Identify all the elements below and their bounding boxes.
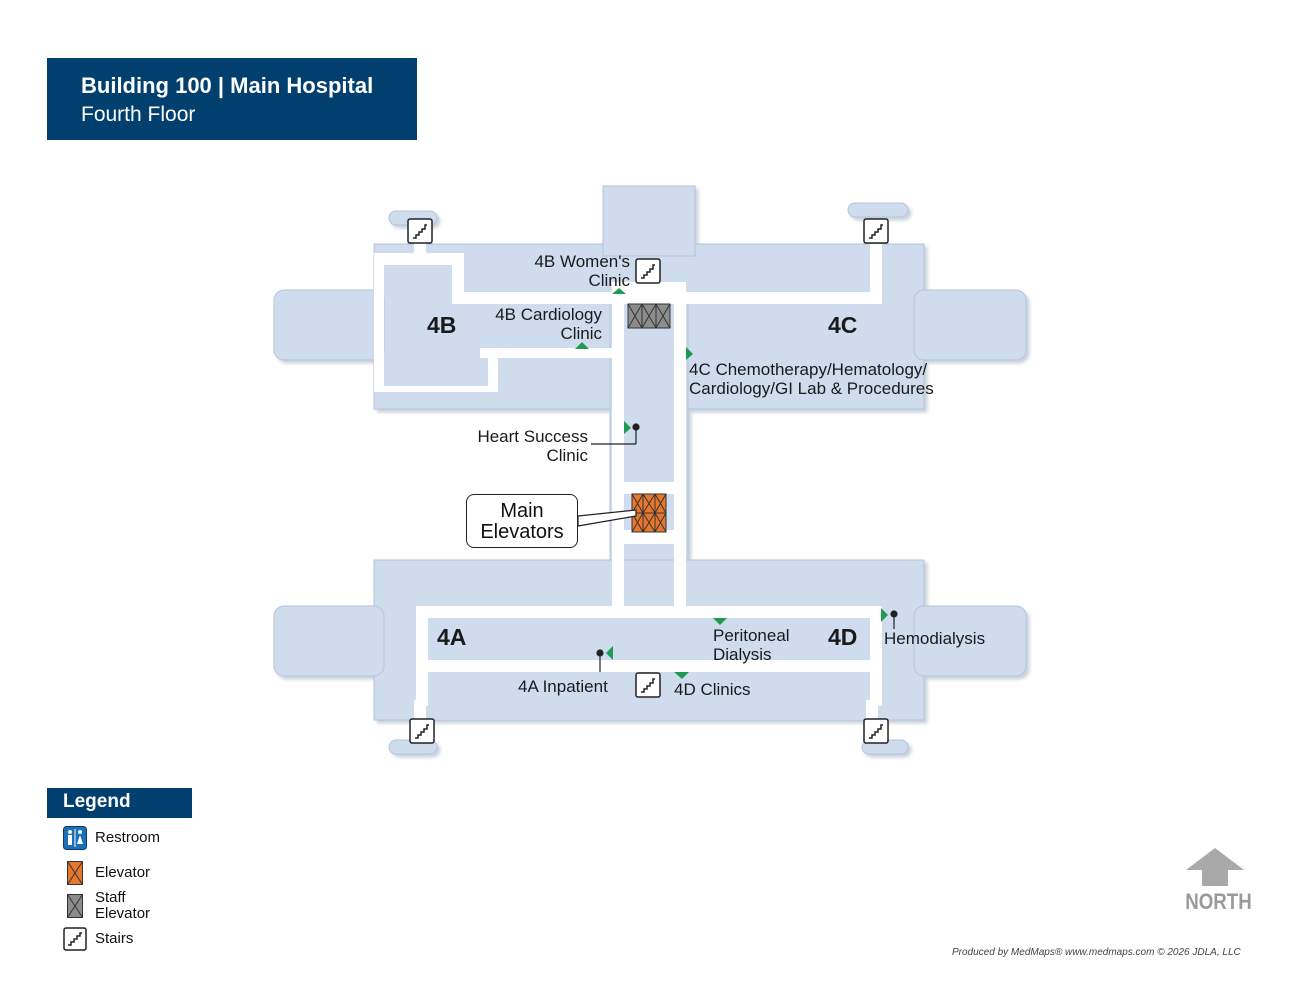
stairs-icon [635, 672, 661, 698]
staff-elevator-legend-icon [62, 894, 87, 919]
label-line: Clinic [560, 324, 602, 343]
stairs-icon [863, 718, 889, 744]
staff-elevator-icon [627, 303, 671, 329]
stairs-icon [635, 258, 661, 284]
main-elevators-icon [631, 493, 667, 533]
label-4d-clinics[interactable]: 4D Clinics [674, 680, 751, 699]
restroom-icon [62, 825, 87, 850]
legend-stairs-label: Stairs [95, 929, 134, 947]
label-chemotherapy[interactable]: 4C Chemotherapy/Hematology/ Cardiology/G… [689, 360, 934, 398]
legend-elevator: Elevator [62, 860, 150, 885]
label-line: Cardiology/GI Lab & Procedures [689, 379, 934, 398]
wing-label-4c: 4C [828, 312, 858, 338]
entrance-marker [674, 672, 689, 679]
main-elevators-callout: Main Elevators [466, 494, 578, 548]
label-4a-inpatient[interactable]: 4A Inpatient [518, 677, 608, 696]
stairs-icons [407, 218, 889, 744]
leader-lines [577, 423, 898, 672]
stairs-legend-icon [62, 926, 87, 951]
wing-label-4b: 4B [427, 312, 457, 338]
entrance-markers [575, 288, 888, 679]
elevator-icon [62, 860, 87, 885]
label-line: Clinic [546, 446, 588, 465]
legend-staff-elevator: Staff Elevator [62, 890, 150, 922]
stairs-icon [863, 218, 889, 244]
stairs-icon [409, 718, 435, 744]
label-line: Peritoneal [713, 626, 790, 645]
wing-label-4a: 4A [437, 624, 467, 650]
entrance-marker [575, 342, 589, 349]
legend-restroom-label: Restroom [95, 828, 161, 846]
wing-label-4d: 4D [828, 624, 858, 650]
callout-line: Main [500, 500, 544, 522]
entrance-marker [612, 288, 626, 294]
label-line: 4C Chemotherapy/Hematology/ [689, 360, 928, 379]
label-line: Elevator [95, 905, 151, 922]
north-arrow-icon [1186, 848, 1244, 886]
legend-title: Legend [47, 788, 192, 818]
page-title: Building 100 | Main Hospital [81, 73, 374, 98]
label-line: Dialysis [713, 645, 772, 664]
entrance-marker [881, 608, 888, 622]
floor-subtitle: Fourth Floor [81, 103, 196, 126]
stairs-icon [407, 218, 433, 244]
callout-line: Elevators [480, 521, 564, 543]
north-label: NORTH [1185, 889, 1252, 914]
entrance-marker [624, 421, 631, 434]
entrance-marker [686, 347, 693, 360]
entrance-marker [606, 646, 613, 660]
label-line: Staff [95, 889, 126, 906]
legend-staff-elevator-label: Staff Elevator [95, 890, 150, 922]
label-womens-clinic[interactable]: 4B Women's Clinic [518, 252, 630, 290]
label-line: 4B Women's [534, 252, 630, 271]
legend-stairs: Stairs [62, 926, 133, 951]
label-line: Heart Success [477, 427, 588, 446]
title-banner: Building 100 | Main Hospital Fourth Floo… [47, 58, 417, 140]
label-peritoneal-dialysis[interactable]: Peritoneal Dialysis [713, 626, 790, 664]
credit-line: Produced by MedMaps® www.medmaps.com © 2… [952, 947, 1241, 958]
corridors [374, 234, 882, 740]
north-arrow: NORTH [1180, 846, 1252, 915]
legend-elevator-label: Elevator [95, 863, 151, 881]
legend-restroom: Restroom [62, 825, 160, 850]
entrance-marker [713, 618, 727, 625]
label-line: 4B Cardiology [495, 305, 602, 324]
label-hemodialysis[interactable]: Hemodialysis [884, 629, 986, 648]
label-line: Clinic [588, 271, 630, 290]
label-cardiology-clinic[interactable]: 4B Cardiology Clinic [478, 305, 602, 343]
label-heart-success-clinic[interactable]: Heart Success Clinic [448, 427, 588, 465]
